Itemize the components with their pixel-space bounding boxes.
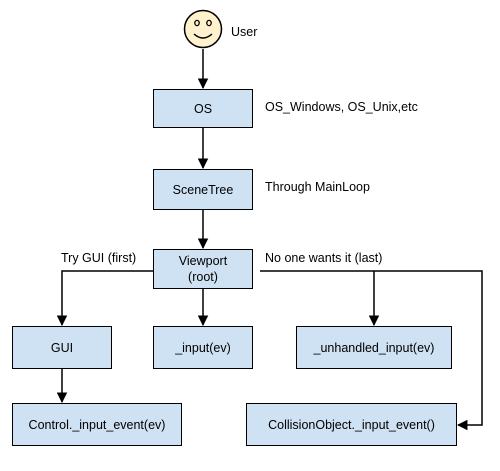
viewport-node: Viewport (root) <box>153 249 253 289</box>
scenetree-node: SceneTree <box>153 169 253 210</box>
os-note: OS_Windows, OS_Unix,etc <box>265 100 418 114</box>
gui-node: GUI <box>12 326 112 369</box>
smiley-face-icon <box>183 9 223 49</box>
unhandled-input-node: _unhandled_input(ev) <box>296 326 452 369</box>
input-node: _input(ev) <box>153 326 253 369</box>
collision-input-event-node: CollisionObject._input_event() <box>246 403 457 446</box>
os-node: OS <box>153 89 253 128</box>
scenetree-note: Through MainLoop <box>265 180 370 194</box>
arrow-viewport-to-collision <box>260 270 483 431</box>
user-label: User <box>231 25 258 39</box>
arrow-viewport-to-gui <box>56 270 155 327</box>
control-input-event-node: Control._input_event(ev) <box>12 403 182 446</box>
gui-branch-label: Try GUI (first) <box>61 251 137 265</box>
unhandled-branch-label: No one wants it (last) <box>265 251 383 265</box>
